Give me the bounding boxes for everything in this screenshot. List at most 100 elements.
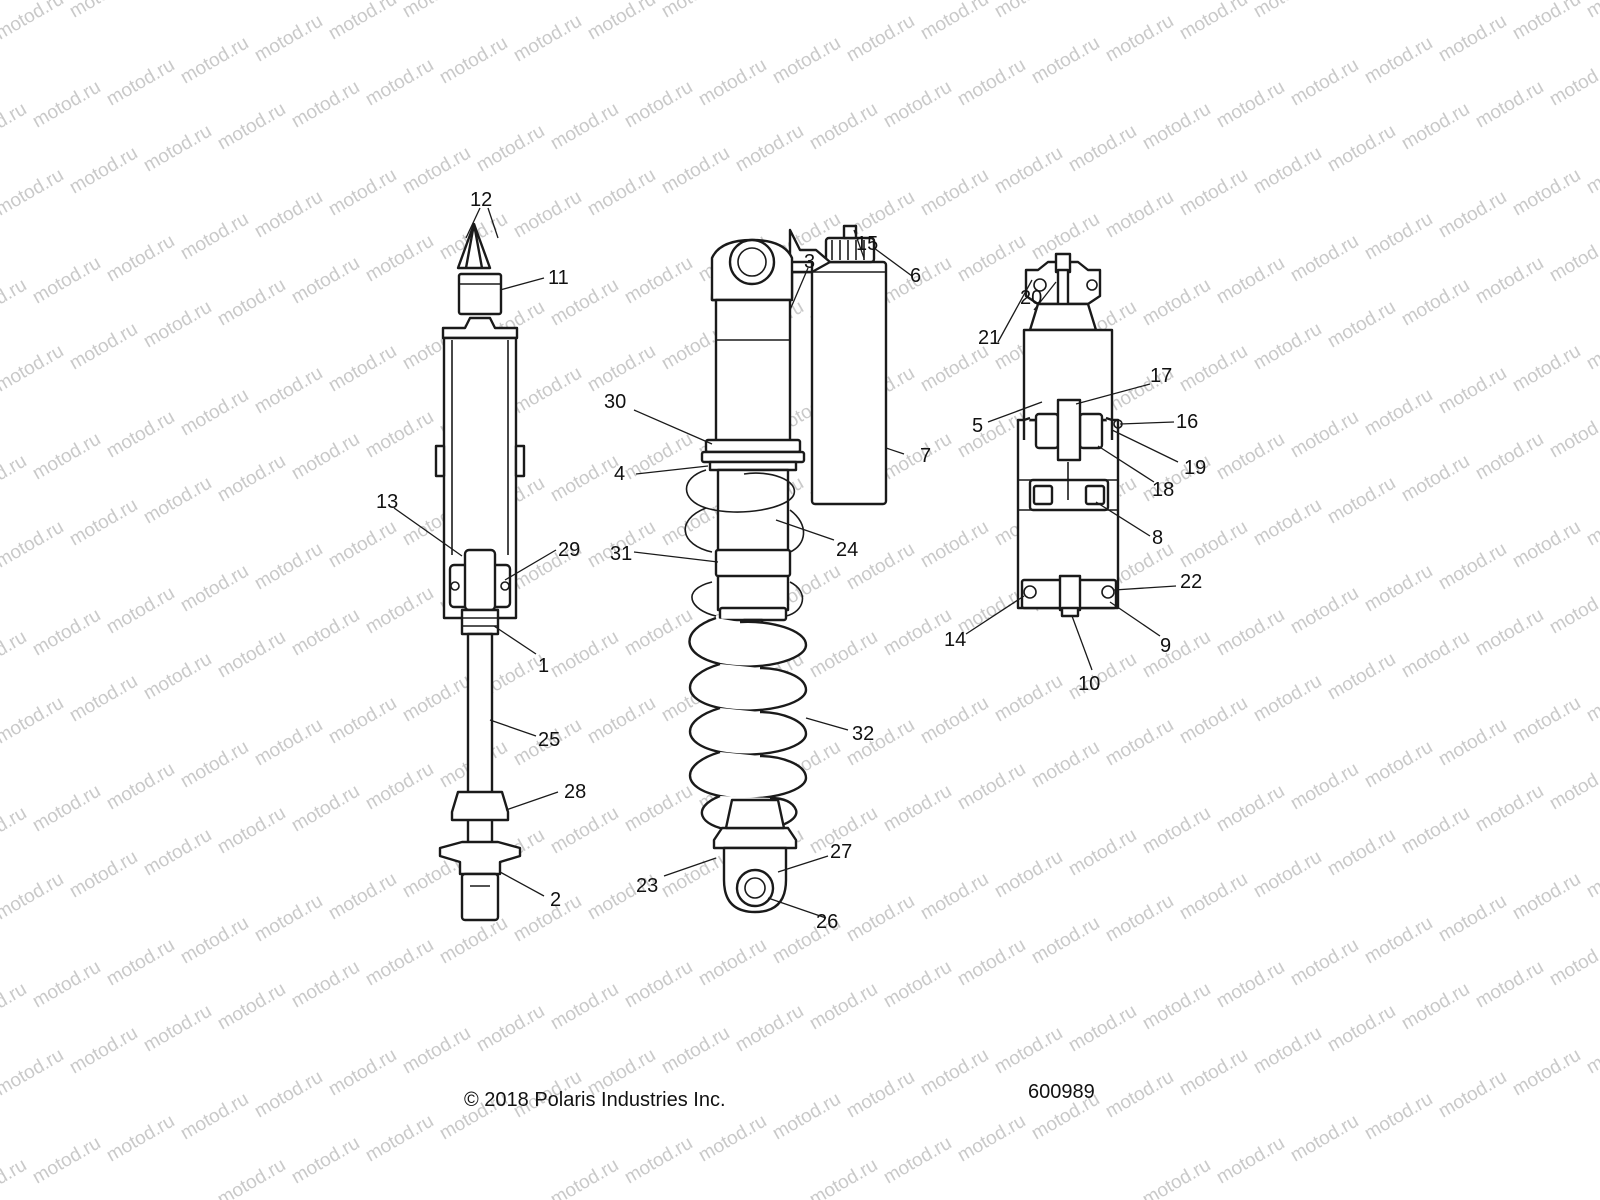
watermark-text: motod.ru	[1102, 1067, 1177, 1123]
watermark-text: motod.ru	[66, 847, 141, 903]
watermark-text: motod.ru	[1546, 935, 1600, 991]
watermark-text: motod.ru	[1472, 781, 1547, 837]
watermark-text: motod.ru	[1509, 165, 1584, 221]
watermark-text: motod.ru	[288, 781, 363, 837]
watermark-text: motod.ru	[214, 275, 289, 331]
watermark-text: motod.ru	[103, 935, 178, 991]
watermark-text: motod.ru	[991, 143, 1066, 199]
watermark-text: motod.ru	[1102, 891, 1177, 947]
watermark-text: motod.ru	[1546, 55, 1600, 111]
watermark-text: motod.ru	[473, 121, 548, 177]
watermark-text: motod.ru	[1028, 33, 1103, 89]
callout-1: 1	[538, 655, 549, 677]
watermark-text: motod.ru	[1287, 583, 1362, 639]
watermark-text: motod.ru	[251, 539, 326, 595]
watermark-text: motod.ru	[1361, 209, 1436, 265]
watermark-text: motod.ru	[0, 979, 30, 1035]
watermark-text: motod.ru	[621, 429, 696, 485]
watermark-text: motod.ru	[732, 1001, 807, 1057]
callout-18: 18	[1152, 479, 1174, 501]
watermark-text: motod.ru	[251, 1067, 326, 1123]
watermark-text: motod.ru	[140, 297, 215, 353]
watermark-text: motod.ru	[140, 649, 215, 705]
watermark-text: motod.ru	[29, 77, 104, 133]
callouts: 12 11 13 29 1 25 28 2 3 15 6 7 30 4 31 2…	[376, 189, 1206, 933]
watermark-text: motod.ru	[1065, 121, 1140, 177]
watermark-text: motod.ru	[177, 1089, 252, 1145]
watermark-text: motod.ru	[1213, 781, 1288, 837]
watermark-text: motod.ru	[325, 517, 400, 573]
watermark-text: motod.ru	[362, 759, 437, 815]
watermark-text: motod.ru	[436, 33, 511, 89]
watermark-text: motod.ru	[0, 803, 30, 859]
watermark-text: motod.ru	[103, 759, 178, 815]
watermark-text: motod.ru	[103, 583, 178, 639]
watermark-text: motod.ru	[0, 165, 67, 221]
watermark-text: motod.ru	[399, 671, 474, 727]
callout-13: 13	[376, 491, 398, 513]
watermark-text: motod.ru	[991, 0, 1066, 22]
watermark-text: motod.ru	[917, 165, 992, 221]
watermark-text: motod.ru	[1250, 495, 1325, 551]
watermark-text: motod.ru	[1472, 253, 1547, 309]
watermark-text: motod.ru	[1361, 385, 1436, 441]
callout-27: 27	[830, 841, 852, 863]
watermark-text: motod.ru	[917, 869, 992, 925]
watermark-text: motod.ru	[29, 429, 104, 485]
watermark-text: motod.ru	[0, 1045, 67, 1101]
watermark-text: motod.ru	[29, 957, 104, 1013]
watermark-text: motod.ru	[1176, 869, 1251, 925]
watermark-text: motod.ru	[658, 0, 733, 22]
watermark-text: motod.ru	[1472, 957, 1547, 1013]
callout-17: 17	[1150, 365, 1172, 387]
watermark-text: motod.ru	[1250, 1023, 1325, 1079]
watermark-text: motod.ru	[1509, 0, 1584, 44]
watermark-text: motod.ru	[0, 275, 30, 331]
watermark-text: motod.ru	[1176, 0, 1251, 44]
watermark-text: motod.ru	[1213, 1133, 1288, 1189]
watermark-text: motod.ru	[1287, 55, 1362, 111]
watermark-text: motod.ru	[1324, 473, 1399, 529]
watermark-text: motod.ru	[1583, 0, 1600, 22]
watermark-text: motod.ru	[103, 1111, 178, 1167]
watermark-text: motod.ru	[0, 869, 67, 925]
callout-14: 14	[944, 629, 966, 651]
watermark-text: motod.ru	[510, 891, 585, 947]
watermark-text: motod.ru	[1287, 935, 1362, 991]
watermark-text: motod.ru	[1509, 693, 1584, 749]
watermark-text: motod.ru	[621, 253, 696, 309]
watermark-text: motod.ru	[547, 627, 622, 683]
watermark-text: motod.ru	[1509, 869, 1584, 925]
watermark-text: motod.ru	[66, 1023, 141, 1079]
watermark-text: motod.ru	[880, 957, 955, 1013]
callout-15: 15	[856, 233, 878, 255]
watermark-text: motod.ru	[1139, 1155, 1214, 1200]
watermark-text: motod.ru	[177, 385, 252, 441]
watermark-text: motod.ru	[1361, 913, 1436, 969]
watermark-text: motod.ru	[547, 803, 622, 859]
watermark-text: motod.ru	[621, 605, 696, 661]
callout-22: 22	[1180, 571, 1202, 593]
watermark-text: motod.ru	[0, 1155, 30, 1200]
watermark-text: motod.ru	[1435, 187, 1510, 243]
shock-cross-section	[434, 222, 526, 922]
watermark-text: motod.ru	[29, 605, 104, 661]
watermark-text: motod.ru	[1102, 715, 1177, 771]
watermark-text: motod.ru	[288, 605, 363, 661]
watermark-text: motod.ru	[1361, 33, 1436, 89]
shock-assembly	[684, 224, 888, 914]
watermark-text: motod.ru	[1398, 275, 1473, 331]
callout-2: 2	[550, 889, 561, 911]
watermark-text: motod.ru	[1176, 693, 1251, 749]
callout-23: 23	[636, 875, 658, 897]
watermark-text: motod.ru	[177, 737, 252, 793]
watermark-text: motod.ru	[1398, 979, 1473, 1035]
watermark-text: motod.ru	[695, 935, 770, 991]
callout-6: 6	[910, 265, 921, 287]
reservoir-cross-section	[1016, 252, 1123, 618]
callout-7: 7	[920, 445, 931, 467]
watermark-text: motod.ru	[1435, 1067, 1510, 1123]
watermark-text: motod.ru	[584, 693, 659, 749]
watermark-text: motod.ru	[806, 1155, 881, 1200]
figure-number: 600989	[1028, 1081, 1095, 1103]
